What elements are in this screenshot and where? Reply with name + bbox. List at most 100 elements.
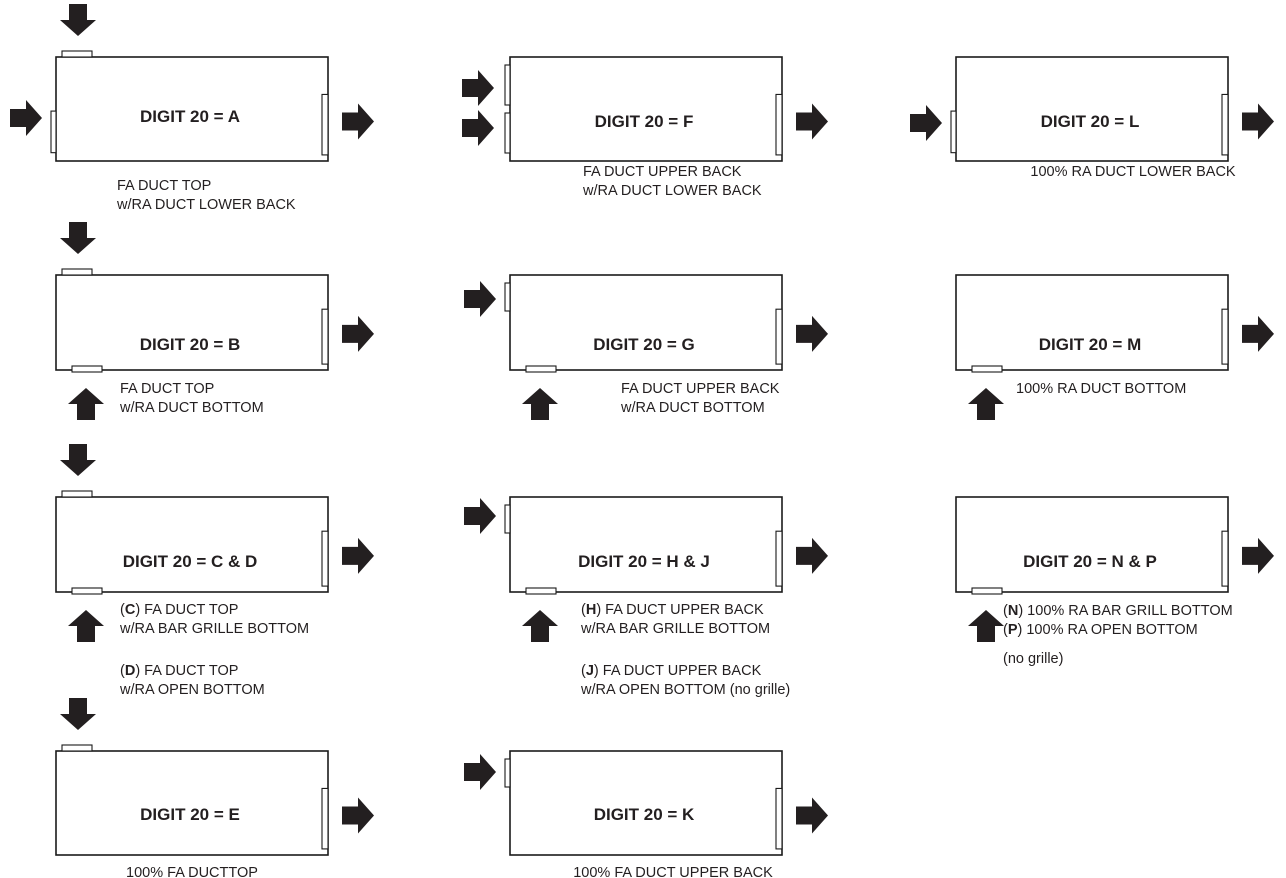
description-text: ) FA DUCT TOP — [135, 602, 238, 618]
supply-air-arrow — [796, 797, 828, 834]
unit-cabinet — [509, 750, 783, 856]
config-m: DIGIT 20 = M 100% RA DUCT BOTTOM — [955, 274, 1274, 420]
option-letter: D — [125, 663, 135, 679]
config-description-line: w/RA OPEN BOTTOM — [119, 682, 265, 698]
unit-cabinet — [955, 496, 1229, 593]
config-title: DIGIT 20 = N & P — [1023, 552, 1157, 571]
config-title: DIGIT 20 = C & D — [123, 552, 258, 571]
fresh-air-top-arrow — [60, 222, 96, 254]
config-description-line: w/RA BAR GRILLE BOTTOM — [580, 621, 770, 637]
config-description-line: (C) FA DUCT TOP — [120, 602, 238, 618]
unit-cabinet — [55, 56, 329, 162]
config-title: DIGIT 20 = H & J — [578, 552, 710, 571]
description-text: ( — [120, 663, 125, 679]
description-text: ) 100% RA BAR GRILL BOTTOM — [1018, 603, 1232, 619]
description-text: w/RA OPEN BOTTOM (no grille) — [580, 682, 790, 698]
config-title: DIGIT 20 = A — [140, 107, 240, 126]
description-text: FA DUCT TOP — [117, 178, 211, 194]
description-text: 100% FA DUCTTOP — [126, 865, 258, 878]
unit-cabinet — [509, 496, 783, 593]
top-duct-opening — [61, 490, 93, 498]
supply-air-arrow — [342, 797, 374, 834]
config-description-line: w/RA DUCT LOWER BACK — [582, 183, 762, 199]
config-description-line: w/RA DUCT BOTTOM — [119, 400, 264, 416]
bottom-duct-opening — [971, 587, 1003, 595]
back-air-arrow — [464, 498, 496, 534]
return-air-bottom-arrow — [522, 610, 558, 642]
top-duct-opening — [61, 744, 93, 752]
supply-duct-opening — [775, 93, 783, 156]
description-text: w/RA DUCT LOWER BACK — [116, 197, 296, 213]
return-air-bottom-arrow — [68, 388, 104, 420]
config-description-line: 100% FA DUCTTOP — [126, 865, 258, 878]
config-title: DIGIT 20 = G — [593, 335, 695, 354]
config-e: DIGIT 20 = E 100% FA DUCTTOP — [55, 698, 374, 878]
supply-duct-opening — [775, 308, 783, 365]
config-title: DIGIT 20 = K — [594, 805, 695, 824]
config-description-line: 100% RA DUCT BOTTOM — [1016, 381, 1186, 397]
back-air-arrow — [462, 110, 494, 146]
back-duct-opening — [504, 282, 511, 312]
back-duct-opening — [504, 758, 511, 788]
supply-duct-opening — [775, 530, 783, 587]
option-letter: J — [586, 663, 594, 679]
config-hj: DIGIT 20 = H & J(H) FA DUCT UPPER BACKw/… — [464, 496, 828, 698]
config-description-line: FA DUCT TOP — [117, 178, 211, 194]
bottom-duct-opening — [525, 587, 557, 595]
back-air-arrow — [462, 70, 494, 106]
config-description-line: FA DUCT UPPER BACK — [621, 381, 780, 397]
description-text: ( — [581, 663, 586, 679]
config-description-line: 100% FA DUCT UPPER BACK — [573, 865, 773, 878]
unit-cabinet — [955, 56, 1229, 162]
supply-air-arrow — [1242, 103, 1274, 140]
supply-air-arrow — [796, 537, 828, 574]
supply-duct-opening — [1221, 530, 1229, 587]
supply-air-arrow — [342, 103, 374, 140]
supply-air-arrow — [1242, 537, 1274, 574]
config-description-line: (D) FA DUCT TOP — [120, 663, 238, 679]
back-air-arrow — [464, 754, 496, 790]
config-description-line: FA DUCT UPPER BACK — [583, 164, 742, 180]
back-air-arrow — [464, 281, 496, 317]
config-description-line: (J) FA DUCT UPPER BACK — [581, 663, 762, 679]
supply-duct-opening — [321, 93, 329, 156]
config-description-line: w/RA DUCT LOWER BACK — [116, 197, 296, 213]
back-air-arrow — [910, 105, 942, 141]
fresh-air-top-arrow — [60, 698, 96, 730]
description-text: 100% FA DUCT UPPER BACK — [573, 865, 773, 878]
description-text: FA DUCT TOP — [120, 381, 214, 397]
description-text: ( — [1003, 603, 1008, 619]
bottom-duct-opening — [525, 365, 557, 373]
description-text: ) FA DUCT TOP — [135, 663, 238, 679]
config-title: DIGIT 20 = F — [595, 112, 694, 131]
description-text: w/RA DUCT BOTTOM — [620, 400, 765, 416]
back-duct-opening — [504, 504, 511, 534]
config-description-line: (N) 100% RA BAR GRILL BOTTOM — [1003, 603, 1233, 619]
top-duct-opening — [61, 268, 93, 276]
description-text: w/RA BAR GRILLE BOTTOM — [119, 621, 309, 637]
description-text: (no grille) — [1003, 651, 1063, 667]
config-cd: DIGIT 20 = C & D (C) FA DUCT TOP w/RA BAR … — [55, 444, 374, 698]
option-letter: N — [1008, 603, 1018, 619]
supply-air-arrow — [1242, 315, 1274, 352]
supply-duct-opening — [321, 530, 329, 587]
return-air-bottom-arrow — [522, 388, 558, 420]
config-title: DIGIT 20 = E — [140, 805, 240, 824]
config-k: DIGIT 20 = K 100% FA DUCT UPPER BACK — [464, 750, 828, 878]
description-text: w/RA DUCT BOTTOM — [119, 400, 264, 416]
description-text: ( — [1003, 622, 1008, 638]
bottom-duct-opening — [71, 365, 103, 373]
supply-air-arrow — [342, 315, 374, 352]
description-text: ) FA DUCT UPPER BACK — [596, 602, 764, 618]
config-description-line: (P) 100% RA OPEN BOTTOM — [1003, 622, 1198, 638]
back-duct-opening — [950, 110, 957, 154]
back-air-arrow — [10, 100, 42, 136]
description-text: FA DUCT UPPER BACK — [583, 164, 742, 180]
config-g: DIGIT 20 = G FA DUCT UPPER BACK w/RA DUCT … — [464, 274, 828, 420]
config-title: DIGIT 20 = M — [1039, 335, 1142, 354]
top-duct-opening — [61, 50, 93, 58]
supply-duct-opening — [1221, 308, 1229, 365]
